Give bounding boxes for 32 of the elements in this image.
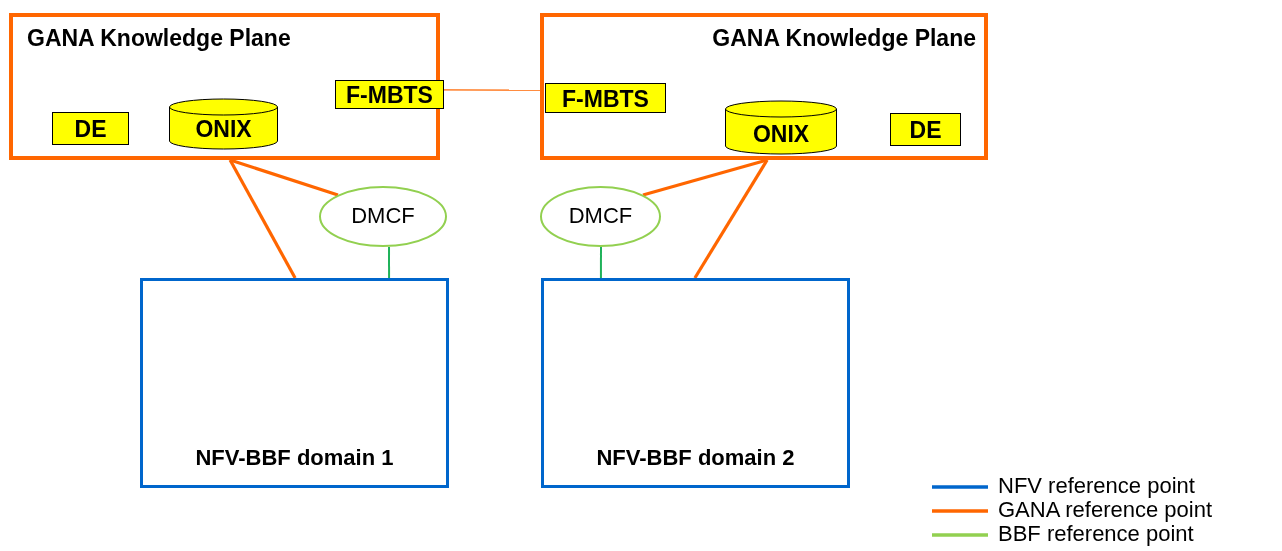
connector-line: [693, 159, 769, 279]
function-label: F-MBTS: [345, 82, 434, 109]
function-label: F-MBTS: [561, 85, 650, 113]
function-box: [335, 80, 444, 109]
function-box: [890, 113, 961, 146]
function-box: [52, 112, 129, 145]
function-label: DMCF: [567, 202, 634, 229]
domain-box: [140, 278, 449, 488]
function-label: DE: [73, 116, 108, 143]
database-cylinder: [725, 101, 837, 154]
function-label: DE: [908, 117, 943, 144]
connector-line: [599, 246, 602, 279]
connector-line: [229, 158, 339, 197]
function-ellipse: [540, 186, 661, 247]
domain-box: [541, 278, 850, 488]
connector-line: [642, 158, 768, 197]
function-label: DMCF: [350, 202, 416, 229]
legend-label: GANA reference point: [998, 498, 1212, 522]
legend-label: BBF reference point: [998, 522, 1194, 546]
function-label: ONIX: [751, 121, 811, 148]
function-label: ONIX: [194, 116, 253, 143]
function-ellipse: [319, 186, 447, 247]
connector-line: [228, 159, 297, 279]
legend-label: NFV reference point: [998, 474, 1195, 498]
plane-heading: GANA Knowledge Plane: [712, 25, 976, 52]
connector-line: [388, 246, 391, 279]
domain-label: NFV-BBF domain 2: [595, 445, 796, 471]
domain-label: NFV-BBF domain 1: [194, 445, 395, 471]
function-box: [545, 83, 666, 113]
knowledge-plane-box: [540, 13, 988, 160]
database-cylinder: [169, 99, 278, 149]
plane-heading: GANA Knowledge Plane: [27, 25, 291, 52]
